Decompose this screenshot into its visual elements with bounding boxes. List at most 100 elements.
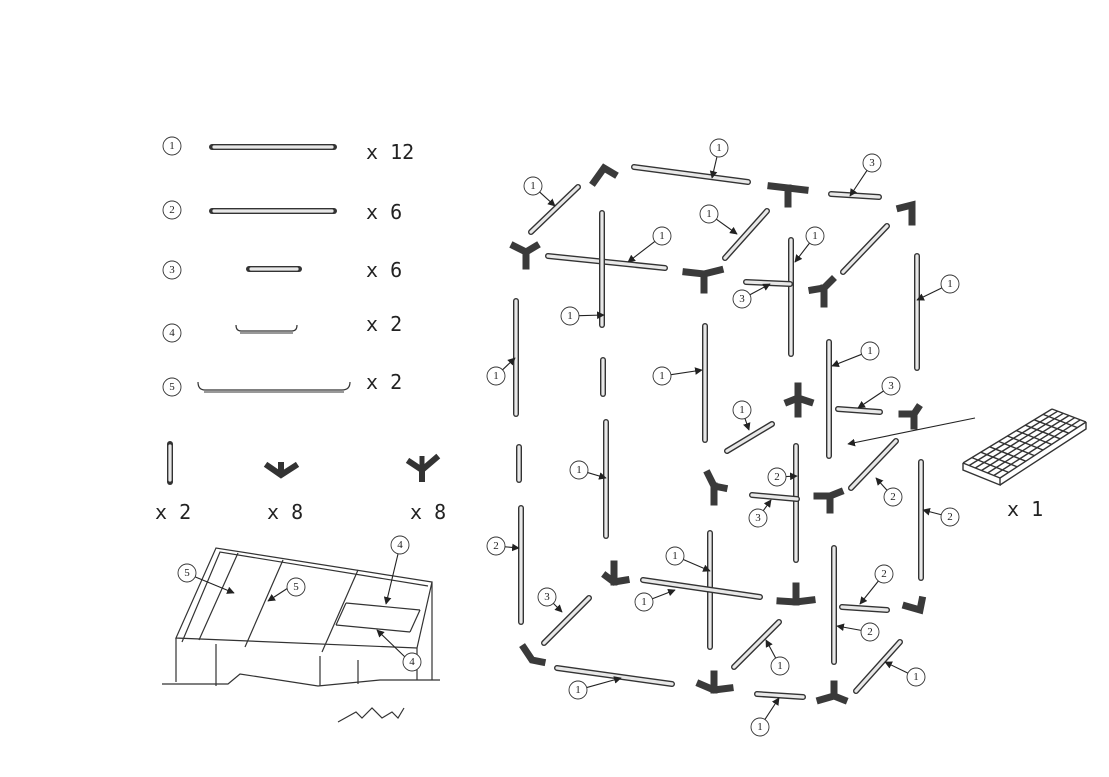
frame-connector [695, 670, 734, 694]
part-4-quantity: x 2 [366, 312, 402, 336]
frame-callout: 3 [857, 376, 901, 409]
frame-callout: 2 [875, 477, 903, 507]
frame-callout: 1 [884, 661, 926, 687]
wire-shelf: x 1 [847, 408, 1087, 521]
frame-pole [722, 208, 770, 261]
frame-pole [749, 492, 800, 502]
frame-pole [840, 223, 890, 275]
frame-callout-number: 1 [672, 550, 678, 562]
part-3-row: 3 x 6 [162, 258, 402, 282]
frame-callout-number: 3 [869, 157, 875, 169]
frame-callout-number: 1 [641, 596, 647, 608]
frame-connector [815, 680, 849, 705]
frame-connector [776, 582, 816, 606]
part-3-callout: 3 [162, 260, 182, 280]
frame-callout-number: 1 [493, 370, 499, 382]
part-2-callout: 2 [162, 200, 182, 220]
frame-callout: 1 [709, 138, 729, 179]
frame-pole [528, 184, 581, 235]
frame-pole [724, 421, 775, 454]
frame-callout: 1 [560, 306, 605, 326]
frame-pole [554, 665, 675, 687]
frame-callout: 1 [794, 226, 825, 263]
frame-callout-number: 2 [867, 626, 873, 638]
frame-callout: 3 [537, 587, 563, 613]
frame-connector [807, 275, 837, 308]
roof-callout-4a: 4 [383, 535, 410, 605]
frame-callout: 3 [849, 153, 882, 197]
frame-callout: 1 [765, 639, 790, 676]
part-2-quantity: x 6 [366, 200, 402, 224]
long-hook-bar-icon [197, 381, 351, 393]
frame-callout-number: 1 [567, 310, 573, 322]
frame-callout-number: 1 [659, 370, 665, 382]
frame-callout: 1 [750, 697, 780, 737]
frame-callout: 1 [699, 204, 738, 235]
roof-callout-5b: 5 [267, 577, 306, 602]
four-way-connector-quantity: x 8 [410, 500, 446, 524]
frame-callout-number: 1 [812, 230, 818, 242]
frame-callout-number: 1 [716, 142, 722, 154]
frame-callout: 1 [634, 588, 676, 612]
frame-pole [640, 577, 763, 600]
frame-connector [519, 643, 547, 667]
roof-callout-4a-number: 4 [397, 539, 403, 551]
frame-pole [754, 691, 806, 700]
frame-connector [783, 382, 815, 418]
frame-callout-number: 1 [530, 180, 536, 192]
part-2-row: 2 x 6 [162, 200, 402, 224]
part-1-number: 1 [169, 140, 175, 152]
frame-callout: 2 [767, 467, 798, 487]
frame-callout-number: 2 [947, 511, 953, 523]
frame-pole [545, 253, 668, 271]
frame-callout-number: 3 [544, 591, 550, 603]
short-hook-bar-icon [235, 324, 298, 334]
frame-callout-number: 2 [774, 471, 780, 483]
frame-callout-number: 3 [739, 293, 745, 305]
frame-connector [898, 403, 923, 430]
frame-callout: 3 [732, 283, 771, 309]
part-3-number: 3 [169, 264, 175, 276]
frame-callout: 1 [732, 400, 752, 431]
frame-connector [703, 469, 729, 506]
frame-callout-number: 1 [576, 464, 582, 476]
part-3-quantity: x 6 [366, 258, 402, 282]
frame-pole [835, 406, 883, 415]
frame-callout-number: 1 [739, 404, 745, 416]
roof-callout-5a: 5 [177, 563, 235, 594]
frame-callout: 2 [836, 622, 880, 642]
short-pole-quantity: x 2 [155, 500, 191, 524]
frame-callout-number: 1 [575, 684, 581, 696]
frame-connector [813, 487, 845, 514]
roof-callout-5b-number: 5 [293, 581, 299, 593]
part-5-callout: 5 [162, 377, 182, 397]
frame-callout-number: 1 [947, 278, 953, 290]
frame-callout-number: 2 [890, 491, 896, 503]
frame-callout-number: 1 [867, 345, 873, 357]
frame-callout: 1 [569, 460, 607, 480]
parts-list: 1 x 12 2 x 6 3 [162, 136, 414, 397]
frame-pole [631, 164, 751, 185]
part-4-row: 4 x 2 [162, 312, 402, 343]
part-2-number: 2 [169, 204, 175, 216]
frame-pole [848, 438, 899, 491]
frame-callout-number: 1 [913, 671, 919, 683]
part-4-number: 4 [169, 327, 175, 339]
frame-callout: 1 [523, 176, 556, 207]
frame-callout-number: 3 [888, 380, 894, 392]
frame-connector [895, 200, 916, 226]
frame-callout: 1 [486, 357, 516, 386]
frame-callout: 1 [627, 226, 672, 263]
frame-callout-number: 1 [706, 208, 712, 220]
corner-connector-quantity: x 8 [267, 500, 303, 524]
part-5-number: 5 [169, 381, 175, 393]
frame-connector [509, 241, 541, 270]
roof-detail-sketch: 5 5 4 4 [162, 535, 440, 723]
frame-connector [589, 163, 619, 187]
three-way-corner-connector-icon [263, 461, 300, 479]
frame-pole [743, 279, 793, 287]
frame-callout-number: 1 [757, 721, 763, 733]
wire-shelf-quantity: x 1 [1007, 497, 1043, 521]
roof-callout-4b: 4 [376, 629, 422, 672]
